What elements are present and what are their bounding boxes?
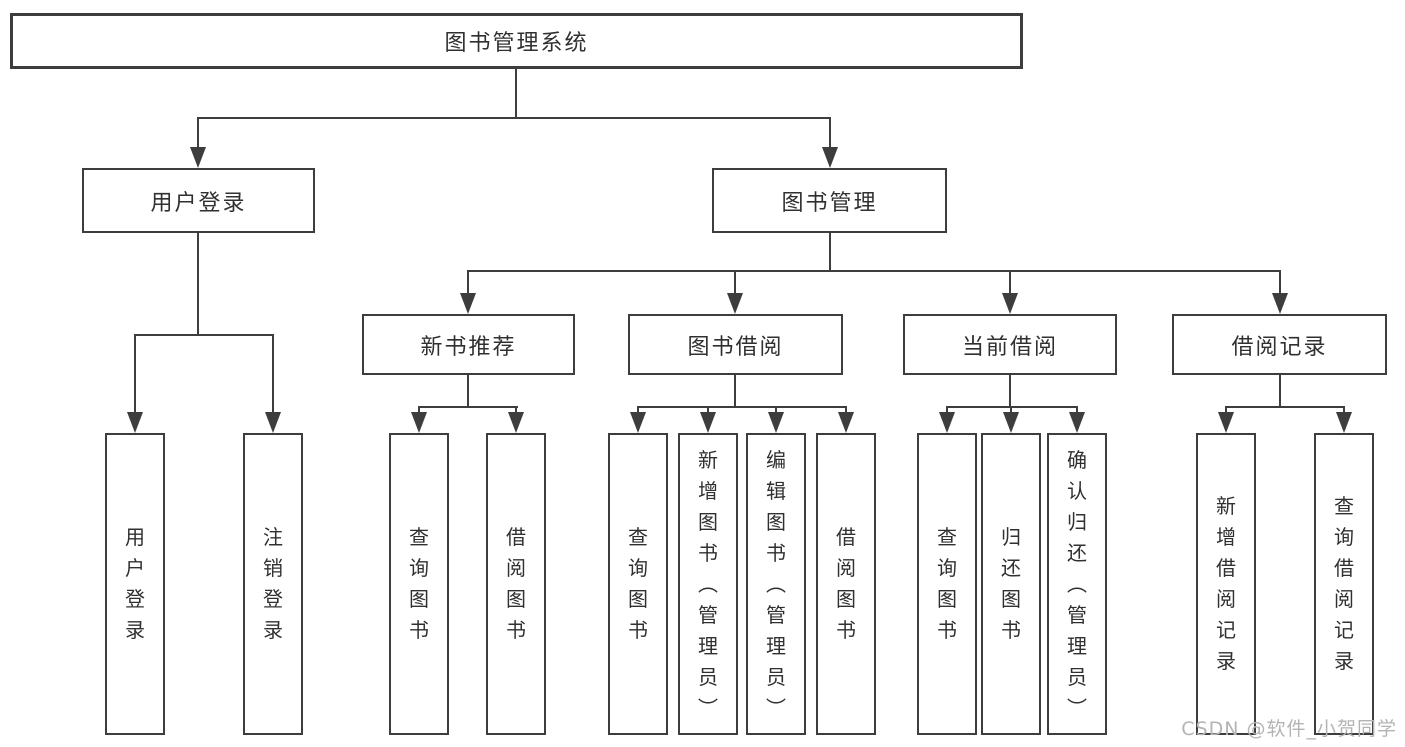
connector-line bbox=[418, 406, 420, 416]
node-label: 当前借阅 bbox=[961, 334, 1058, 360]
connector-line bbox=[515, 69, 517, 118]
csdn-watermark: CSDN @软件_小贺同学 bbox=[1181, 718, 1397, 740]
leaf-query-borrow-record: 查 询 借 阅 记 录 bbox=[1314, 433, 1374, 735]
arrow-down-icon bbox=[822, 147, 838, 168]
node-label: 用户登录 bbox=[150, 190, 247, 216]
connector-line bbox=[845, 406, 847, 416]
leaf-query-books-borrow: 查 询 图 书 bbox=[608, 433, 668, 735]
connector-line bbox=[272, 334, 274, 416]
arrow-down-icon bbox=[838, 412, 854, 433]
connector-line bbox=[707, 406, 709, 416]
connector-line bbox=[1009, 270, 1011, 296]
arrow-down-icon bbox=[265, 412, 281, 433]
leaf-label: 新 增 借 阅 记 录 bbox=[1216, 494, 1236, 673]
connector-line bbox=[1009, 375, 1011, 407]
node-label: 图书管理系统 bbox=[444, 31, 589, 56]
node-label: 借阅记录 bbox=[1231, 334, 1328, 360]
connector-line bbox=[467, 270, 469, 296]
connector-line bbox=[134, 334, 274, 336]
connector-line bbox=[775, 406, 777, 416]
connector-line bbox=[418, 406, 518, 408]
leaf-label: 编 辑 图 书 ︵ 管 理 员 ︶ bbox=[766, 447, 786, 720]
connector-line bbox=[1343, 406, 1345, 416]
leaf-label: 新 增 图 书 ︵ 管 理 员 ︶ bbox=[698, 447, 718, 720]
node-book-borrow: 图书借阅 bbox=[628, 314, 843, 375]
connector-line bbox=[1279, 375, 1281, 407]
connector-line bbox=[637, 406, 639, 416]
connector-line bbox=[197, 117, 199, 149]
arrow-down-icon bbox=[1336, 412, 1352, 433]
node-current-borrow: 当前借阅 bbox=[903, 314, 1117, 375]
connector-line bbox=[467, 270, 1281, 272]
leaf-label: 查 询 图 书 bbox=[409, 525, 429, 642]
connector-line bbox=[1010, 406, 1012, 416]
connector-line bbox=[946, 406, 1078, 408]
arrow-down-icon bbox=[630, 412, 646, 433]
arrow-down-icon bbox=[727, 293, 743, 314]
arrow-down-icon bbox=[411, 412, 427, 433]
connector-line bbox=[1225, 406, 1227, 416]
arrow-down-icon bbox=[508, 412, 524, 433]
connector-line bbox=[1225, 406, 1345, 408]
leaf-borrow-books: 借 阅 图 书 bbox=[816, 433, 876, 735]
connector-line bbox=[515, 406, 517, 416]
leaf-label: 查 询 借 阅 记 录 bbox=[1334, 494, 1354, 673]
connector-line bbox=[829, 233, 831, 271]
arrow-down-icon bbox=[460, 293, 476, 314]
connector-line bbox=[734, 375, 736, 407]
connector-line bbox=[946, 406, 948, 416]
leaf-logout: 注 销 登 录 bbox=[243, 433, 303, 735]
connector-line bbox=[637, 406, 847, 408]
arrow-down-icon bbox=[700, 412, 716, 433]
leaf-borrow-books-recommend: 借 阅 图 书 bbox=[486, 433, 546, 735]
node-label: 图书管理 bbox=[781, 190, 878, 216]
connector-line bbox=[197, 117, 831, 119]
connector-line bbox=[467, 375, 469, 407]
connector-line bbox=[734, 270, 736, 296]
connector-line bbox=[1279, 270, 1281, 296]
node-label: 新书推荐 bbox=[420, 334, 517, 360]
node-book-management: 图书管理 bbox=[712, 168, 947, 233]
arrow-down-icon bbox=[1069, 412, 1085, 433]
leaf-label: 借 阅 图 书 bbox=[836, 525, 856, 642]
leaf-add-borrow-record: 新 增 借 阅 记 录 bbox=[1196, 433, 1256, 735]
node-label: 图书借阅 bbox=[687, 334, 784, 360]
node-borrow-records: 借阅记录 bbox=[1172, 314, 1387, 375]
arrow-down-icon bbox=[1272, 293, 1288, 314]
leaf-query-books-current: 查 询 图 书 bbox=[917, 433, 977, 735]
leaf-edit-books-admin: 编 辑 图 书 ︵ 管 理 员 ︶ bbox=[746, 433, 806, 735]
leaf-label: 查 询 图 书 bbox=[937, 525, 957, 642]
connector-line bbox=[197, 233, 199, 335]
arrow-down-icon bbox=[768, 412, 784, 433]
arrow-down-icon bbox=[127, 412, 143, 433]
leaf-label: 借 阅 图 书 bbox=[506, 525, 526, 642]
leaf-return-books: 归 还 图 书 bbox=[981, 433, 1041, 735]
arrow-down-icon bbox=[1003, 412, 1019, 433]
leaf-label: 归 还 图 书 bbox=[1001, 525, 1021, 642]
leaf-query-books-recommend: 查 询 图 书 bbox=[389, 433, 449, 735]
node-new-book-recommend: 新书推荐 bbox=[362, 314, 575, 375]
node-library-management-system: 图书管理系统 bbox=[10, 13, 1023, 69]
leaf-confirm-return-admin: 确 认 归 还 ︵ 管 理 员 ︶ bbox=[1047, 433, 1107, 735]
leaf-user-login: 用 户 登 录 bbox=[105, 433, 165, 735]
arrow-down-icon bbox=[190, 147, 206, 168]
connector-line bbox=[1076, 406, 1078, 416]
leaf-add-books-admin: 新 增 图 书 ︵ 管 理 员 ︶ bbox=[678, 433, 738, 735]
arrow-down-icon bbox=[1002, 293, 1018, 314]
leaf-label: 确 认 归 还 ︵ 管 理 员 ︶ bbox=[1067, 447, 1087, 720]
leaf-label: 注 销 登 录 bbox=[263, 525, 283, 642]
arrow-down-icon bbox=[939, 412, 955, 433]
leaf-label: 用 户 登 录 bbox=[125, 525, 145, 642]
connector-line bbox=[134, 334, 136, 416]
connector-line bbox=[829, 117, 831, 149]
node-user-login: 用户登录 bbox=[82, 168, 315, 233]
leaf-label: 查 询 图 书 bbox=[628, 525, 648, 642]
arrow-down-icon bbox=[1218, 412, 1234, 433]
